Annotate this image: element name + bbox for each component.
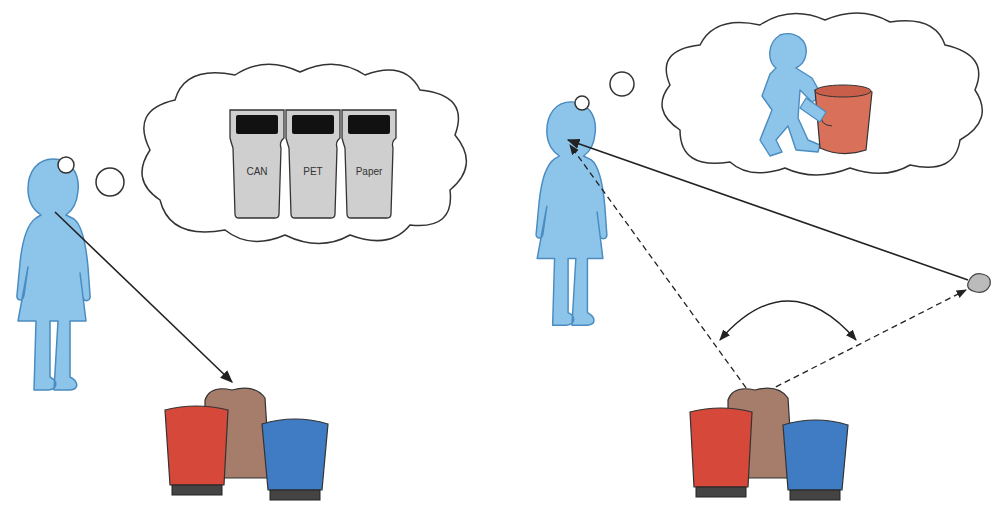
- thought-dot: [58, 157, 74, 173]
- bin-outline: [228, 108, 286, 220]
- bin-opening: [348, 115, 390, 134]
- girl-silhouette: [536, 102, 607, 325]
- bin-body: [230, 110, 284, 218]
- gaze-arrow: [55, 212, 232, 382]
- bin-body: [286, 110, 340, 218]
- thought-dot: [96, 168, 124, 196]
- bin-label: Paper: [340, 166, 398, 177]
- thought-cloud: [662, 13, 982, 175]
- recycling-bin: PET: [284, 108, 342, 220]
- bin-outline: [284, 108, 342, 220]
- bin-opening: [236, 115, 278, 134]
- thought-dot: [610, 72, 634, 96]
- bin-opening: [292, 115, 334, 134]
- gaze-arrow: [568, 140, 968, 280]
- recycling-bin: Paper: [340, 108, 398, 220]
- child-with-bucket: [760, 34, 872, 156]
- recycling-bin: CAN: [228, 108, 286, 220]
- waste-bins: [690, 388, 848, 500]
- dashed-arrow: [570, 145, 752, 396]
- litter-item: [968, 274, 991, 293]
- bin-label: PET: [284, 166, 342, 177]
- thought-dot: [575, 96, 589, 110]
- thought-cloud: [142, 64, 466, 243]
- bin-label: CAN: [228, 166, 286, 177]
- girl-silhouette: [17, 159, 90, 390]
- comparison-arrow: [720, 301, 856, 340]
- waste-bins: [165, 388, 328, 500]
- bin-outline: [340, 108, 398, 220]
- dashed-arrow: [758, 290, 966, 396]
- bin-body: [342, 110, 396, 218]
